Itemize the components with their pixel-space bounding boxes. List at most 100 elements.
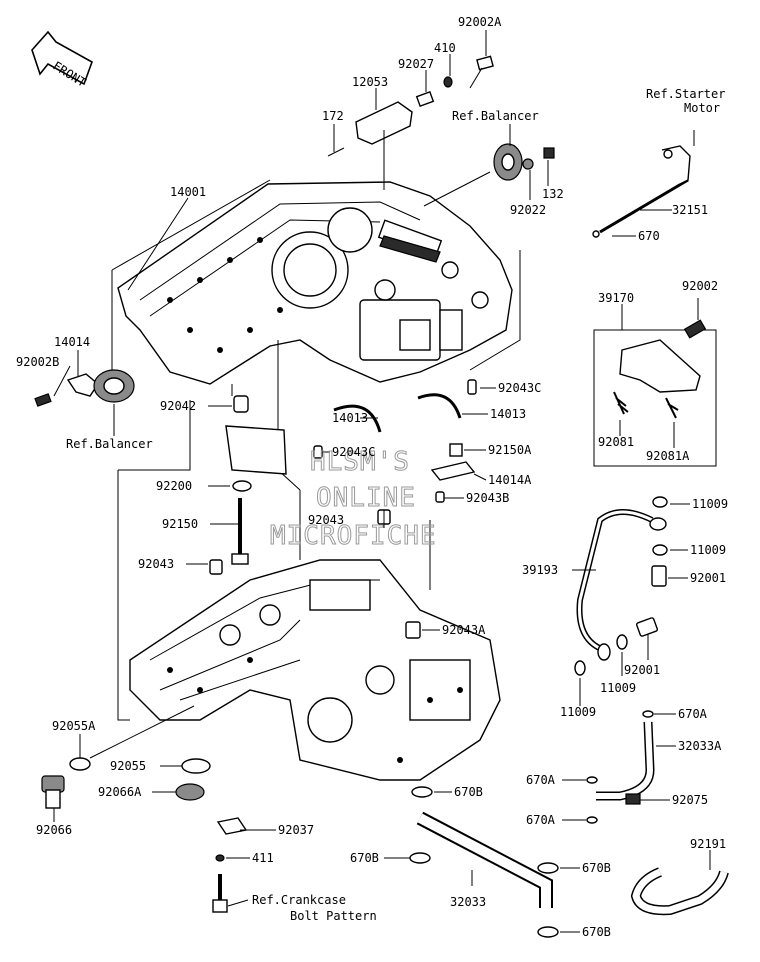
label-92055A: 92055A — [52, 719, 96, 733]
cover-39170 — [619, 339, 701, 393]
part-labels: 92002A 410 92027 12053 172 Ref.Balancer … — [16, 15, 728, 939]
label-670A-a: 670A — [678, 707, 708, 721]
dowel-92042 — [233, 395, 249, 413]
leader-lines — [53, 30, 711, 933]
label-92055: 92055 — [110, 759, 146, 773]
bolt-92150A — [449, 443, 463, 457]
label-32151: 32151 — [672, 203, 708, 217]
label-12053: 12053 — [352, 75, 388, 89]
label-92150: 92150 — [162, 517, 198, 531]
plug-92066 — [41, 775, 65, 809]
dowel-92043C-a — [467, 379, 477, 395]
bolt-92001-a — [651, 565, 667, 587]
label-670B-c: 670B — [582, 861, 611, 875]
clamp-92075 — [625, 793, 641, 805]
label-92022: 92022 — [510, 203, 546, 217]
bracket-12053 — [355, 101, 413, 145]
label-92081A: 92081A — [646, 449, 690, 463]
label-11009-b: 11009 — [690, 543, 726, 557]
label-32033: 32033 — [450, 895, 486, 909]
label-ref-crankcase-1: Ref.Crankcase — [252, 893, 346, 907]
label-11009-d: 11009 — [560, 705, 596, 719]
front-arrow-icon: FRONT — [31, 30, 93, 90]
label-92043B: 92043B — [466, 491, 509, 505]
shaft-32151 — [599, 145, 691, 234]
label-92001-b: 92001 — [624, 663, 660, 677]
bolt-92002 — [683, 319, 707, 339]
label-670B-d: 670B — [582, 925, 611, 939]
label-ref-crankcase-2: Bolt Pattern — [290, 909, 377, 923]
label-92002: 92002 — [682, 279, 718, 293]
label-92043A: 92043A — [442, 623, 486, 637]
box-39170 — [593, 329, 717, 467]
o-ring-670A-c — [586, 816, 598, 824]
pipe-32033 — [416, 811, 553, 908]
spring-92081 — [613, 391, 629, 415]
label-92001-a: 92001 — [690, 571, 726, 585]
label-32033A: 32033A — [678, 739, 722, 753]
label-11009-c: 11009 — [600, 681, 636, 695]
label-39193: 39193 — [522, 563, 558, 577]
label-670B-b: 670B — [350, 851, 379, 865]
washer-11009-d — [574, 660, 586, 676]
label-92191: 92191 — [690, 837, 726, 851]
watermark: HLSM'S ONLINE MICROFICHE — [270, 447, 437, 552]
label-410: 410 — [434, 41, 456, 55]
lower-crankcase — [129, 559, 501, 781]
bearing-shell-14013-b — [417, 393, 462, 419]
label-670B-a: 670B — [454, 785, 483, 799]
label-92042: 92042 — [160, 399, 196, 413]
gasket-92055A — [69, 757, 91, 771]
watermark-line-1: HLSM'S — [310, 447, 410, 477]
dowel-92027 — [415, 91, 435, 107]
screw-172 — [327, 147, 345, 157]
spring-92081A — [665, 397, 679, 419]
washer-92022 — [522, 158, 534, 170]
watermark-line-2: ONLINE — [316, 483, 416, 513]
o-ring-670B-c — [537, 862, 559, 874]
label-14014A: 14014A — [488, 473, 532, 487]
label-92043C-a: 92043C — [498, 381, 541, 395]
label-92200: 92200 — [156, 479, 192, 493]
label-39170: 39170 — [598, 291, 634, 305]
label-670A-b: 670A — [526, 773, 556, 787]
label-132: 132 — [542, 187, 564, 201]
label-670A-c: 670A — [526, 813, 556, 827]
washer-92200 — [232, 480, 252, 492]
washer-411 — [215, 854, 225, 862]
bolt-92001-b — [636, 617, 658, 637]
label-92150A: 92150A — [488, 443, 532, 457]
bolt-92002B — [34, 393, 52, 407]
label-14013-b: 14013 — [490, 407, 526, 421]
label-92075: 92075 — [672, 793, 708, 807]
cap-block — [225, 425, 287, 475]
label-ref-starter-1: Ref.Starter — [646, 87, 725, 101]
upper-crankcase — [117, 181, 513, 385]
label-ref-starter-2: Motor — [684, 101, 720, 115]
o-ring-670A-b — [586, 776, 598, 784]
label-92027: 92027 — [398, 57, 434, 71]
o-ring-670 — [592, 230, 600, 238]
label-14014: 14014 — [54, 335, 90, 349]
dowel-92043-a — [209, 559, 223, 575]
label-92066A: 92066A — [98, 785, 142, 799]
label-92002A: 92002A — [458, 15, 502, 29]
label-ref-balancer-left: Ref.Balancer — [66, 437, 153, 451]
o-ring-92055 — [181, 758, 211, 774]
bolt-crankcase — [212, 874, 228, 913]
label-92037: 92037 — [278, 823, 314, 837]
plug-92066A — [175, 783, 205, 801]
label-92081: 92081 — [598, 435, 634, 449]
pipe-32033A — [596, 721, 655, 801]
bolt-92002A — [469, 55, 494, 89]
bearing-shell-14013-a — [333, 404, 382, 433]
bearing-balancer-top — [493, 143, 523, 181]
o-ring-670B-b — [409, 852, 431, 864]
label-ref-balancer-top: Ref.Balancer — [452, 109, 539, 123]
label-92043C-b: 92043C — [332, 445, 375, 459]
dowel-92043B — [435, 491, 445, 503]
watermark-line-3: MICROFICHE — [270, 521, 437, 551]
bolt-132 — [543, 147, 555, 159]
label-14001: 14001 — [170, 185, 206, 199]
